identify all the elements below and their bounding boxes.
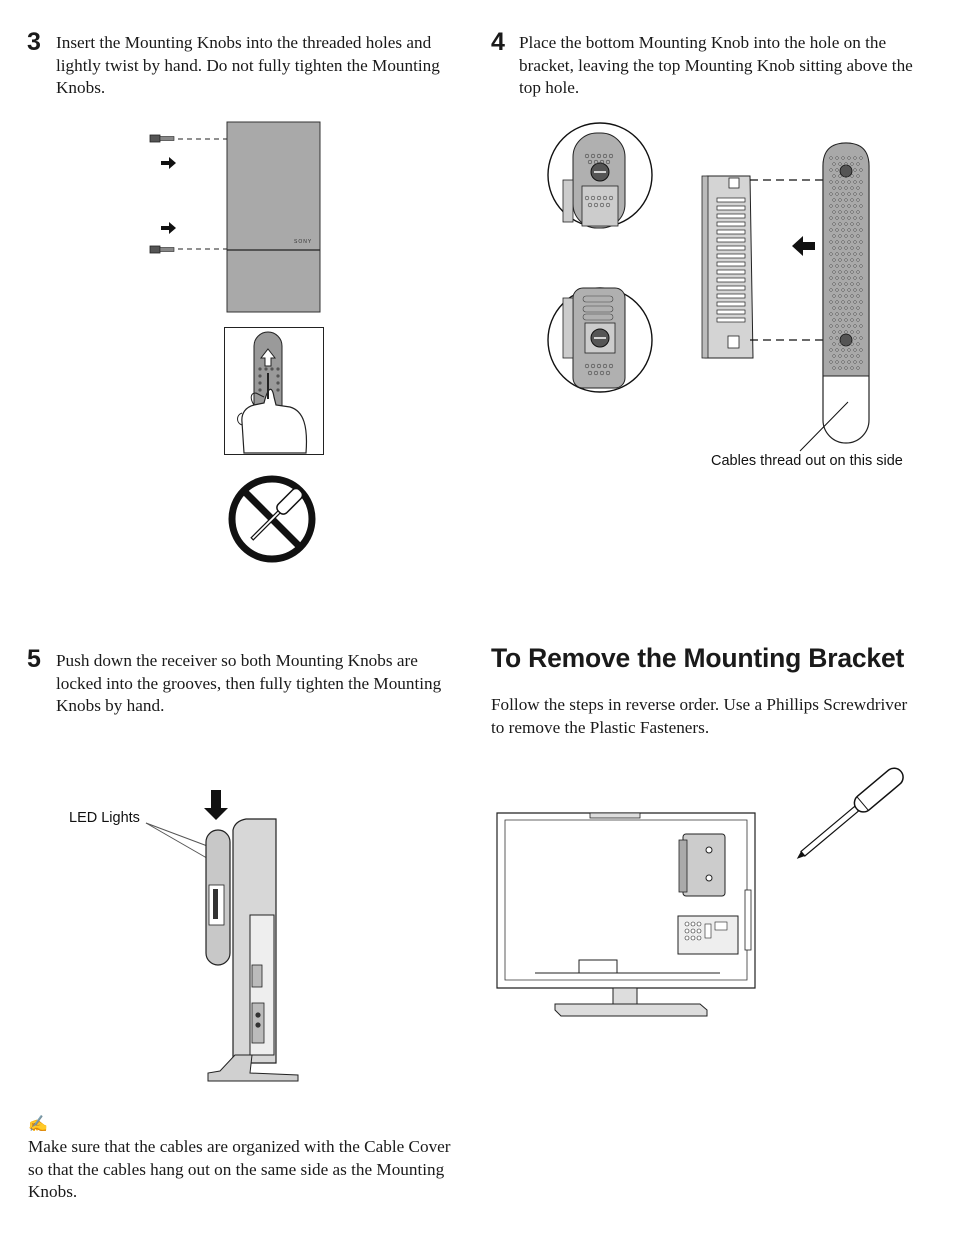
phillips-screwdriver-icon	[796, 767, 904, 859]
bottom-detail-circle	[547, 287, 653, 393]
no-screwdriver-icon	[228, 475, 316, 563]
arrow-right-icon	[161, 222, 176, 234]
step-5-text: Push down the receiver so both Mounting …	[56, 651, 442, 715]
receiver-knob-insert-illustration	[149, 121, 321, 313]
step-3-number: 3	[27, 28, 41, 56]
top-knob-icon	[149, 134, 175, 143]
arrow-left-icon	[792, 236, 815, 256]
note-pencil-icon: ✍	[28, 1116, 48, 1133]
mounting-bracket	[701, 175, 754, 359]
arrow-up-icon	[259, 348, 277, 367]
bottom-knob-icon	[149, 245, 175, 254]
tv-side-view-illustration	[145, 790, 299, 1082]
arrow-down-icon	[204, 790, 228, 820]
brand-mark: SONY	[294, 239, 313, 245]
top-detail-circle	[547, 122, 653, 229]
remove-section-heading: To Remove the Mounting Bracket	[491, 643, 905, 673]
step-5-number: 5	[27, 645, 41, 673]
step-4-text: Place the bottom Mounting Knob into the …	[519, 33, 913, 97]
cables-callout-label: Cables thread out on this side	[711, 453, 903, 469]
step-3-text: Insert the Mounting Knobs into the threa…	[56, 33, 440, 97]
arrow-right-icon	[161, 157, 176, 169]
hand-twist-illustration	[224, 327, 324, 455]
step-4-number: 4	[491, 28, 505, 56]
remove-section-text: Follow the steps in reverse order. Use a…	[491, 695, 908, 737]
receiver-perforated	[822, 142, 870, 444]
led-lights-label: LED Lights	[69, 810, 140, 826]
knob-into-bracket-illustration	[547, 122, 870, 452]
note-text: Make sure that the cables are organized …	[28, 1137, 451, 1201]
tv-rear-view-illustration	[496, 812, 756, 1017]
